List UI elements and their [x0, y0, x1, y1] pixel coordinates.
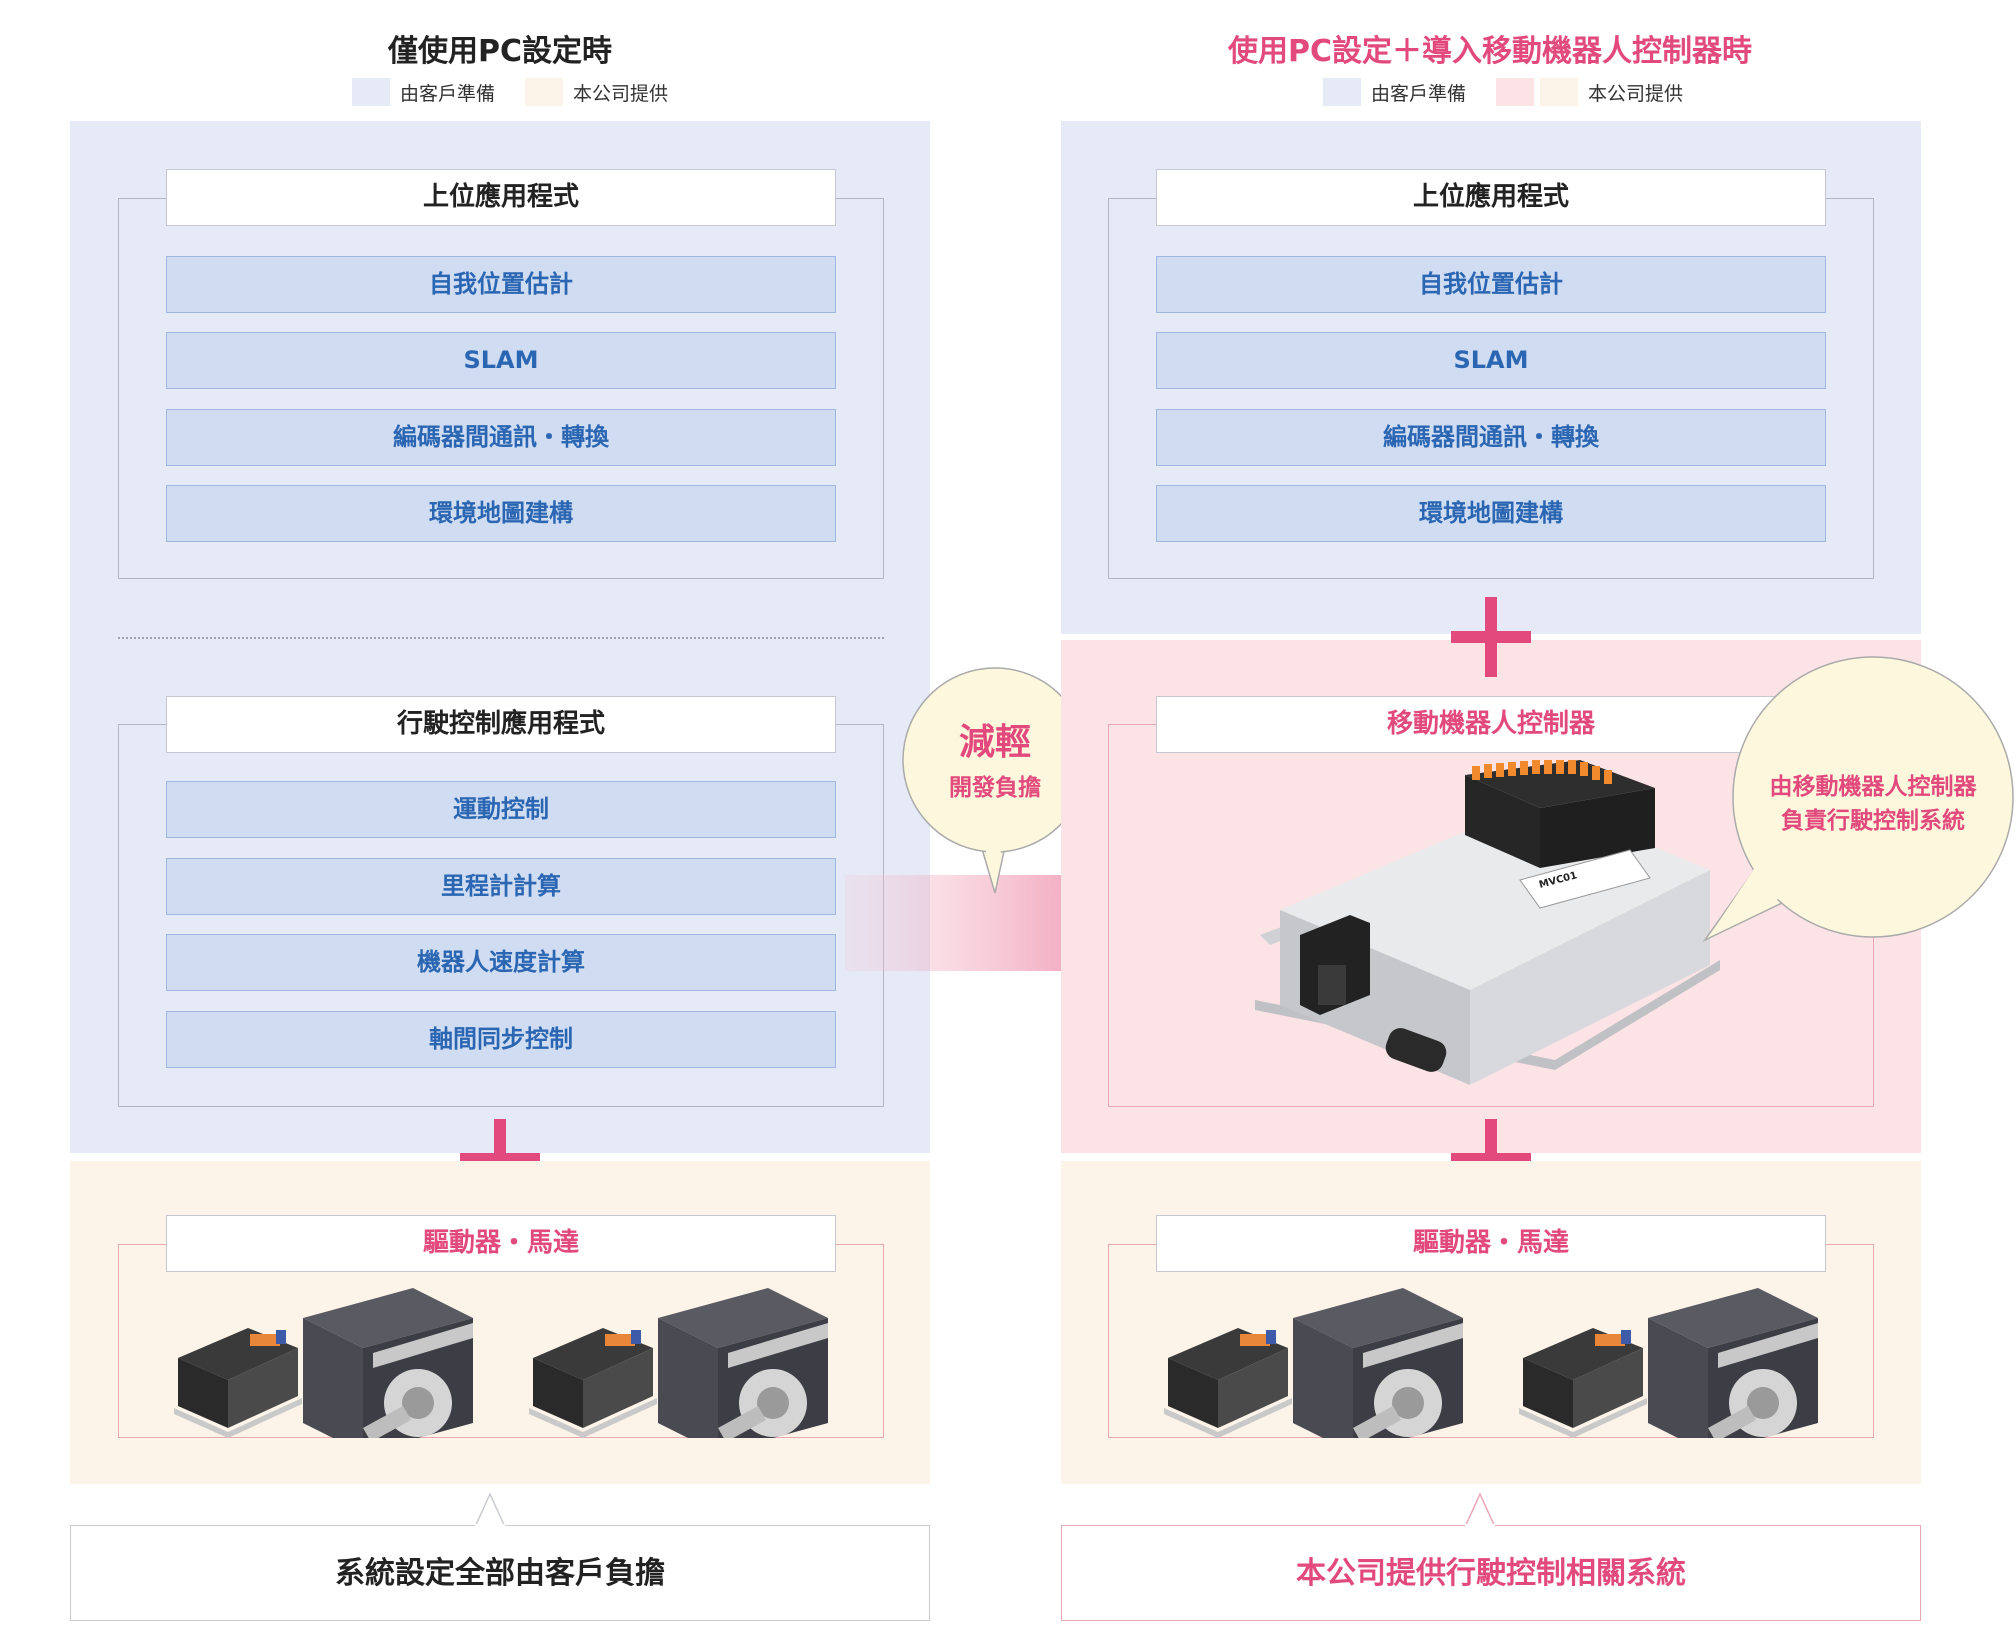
- driver-unit-icon: [1164, 1328, 1292, 1438]
- right-upper-item-3: 編碼器間通訊・轉換: [1156, 409, 1826, 466]
- left-upper-item-4: 環境地圖建構: [166, 485, 836, 542]
- right-summary-pointer: [1460, 1489, 1500, 1529]
- left-summary-box: 系統設定全部由客戶負擔: [70, 1525, 930, 1621]
- driver-unit-icon: [174, 1328, 302, 1438]
- legend-customer-swatch: [352, 78, 390, 106]
- left-upper-item-2: SLAM: [166, 332, 836, 389]
- right-driver-label: 驅動器・馬達: [1156, 1215, 1826, 1272]
- left-drive-app-label: 行駛控制應用程式: [166, 696, 836, 753]
- mobile-robot-controller-image: MVC01: [1240, 760, 1740, 1095]
- right-plus-icon-upper: [1451, 597, 1531, 677]
- left-drive-item-4: 軸間同步控制: [166, 1011, 836, 1068]
- right-upper-item-2: SLAM: [1156, 332, 1826, 389]
- right-upper-app-label: 上位應用程式: [1156, 169, 1826, 226]
- controller-callout-line2: 負責行駛控制系統: [1733, 801, 2013, 835]
- left-legend: 由客戶準備 本公司提供: [352, 78, 668, 106]
- left-drive-item-1: 運動控制: [166, 781, 836, 838]
- legend-customer-label: 由客戶準備: [1371, 79, 1466, 106]
- left-drive-item-3: 機器人速度計算: [166, 934, 836, 991]
- motor-icon: [303, 1288, 473, 1438]
- driver-unit-icon: [1519, 1328, 1647, 1438]
- controller-callout-line1: 由移動機器人控制器: [1733, 767, 2013, 801]
- legend-company-label: 本公司提供: [1588, 79, 1683, 106]
- left-driver-label: 驅動器・馬達: [166, 1215, 836, 1272]
- motor-icon: [1293, 1288, 1463, 1438]
- left-drive-item-2: 里程計計算: [166, 858, 836, 915]
- right-legend: 由客戶準備 本公司提供: [1323, 78, 1683, 106]
- legend-customer-label: 由客戶準備: [400, 79, 495, 106]
- motor-icon: [1648, 1288, 1818, 1438]
- driver-unit-icon: [529, 1328, 657, 1438]
- right-summary-box: 本公司提供行駛控制相關系統: [1061, 1525, 1921, 1621]
- left-driver-motor-images: [168, 1268, 838, 1438]
- legend-company-swatch-pink: [1496, 78, 1534, 106]
- legend-company-swatch-cream: [1540, 78, 1578, 106]
- right-upper-item-1: 自我位置估計: [1156, 256, 1826, 313]
- legend-customer-swatch: [1323, 78, 1361, 106]
- right-column-title: 使用PC設定＋導入移動機器人控制器時: [1060, 26, 1920, 70]
- left-summary-pointer: [470, 1489, 510, 1529]
- left-upper-item-3: 編碼器間通訊・轉換: [166, 409, 836, 466]
- legend-company-label: 本公司提供: [573, 79, 668, 106]
- legend-company-swatch: [525, 78, 563, 106]
- left-column-title: 僅使用PC設定時: [70, 26, 930, 70]
- right-upper-item-4: 環境地圖建構: [1156, 485, 1826, 542]
- left-upper-item-1: 自我位置估計: [166, 256, 836, 313]
- left-upper-app-label: 上位應用程式: [166, 169, 836, 226]
- right-driver-motor-images: [1158, 1268, 1828, 1438]
- motor-icon: [658, 1288, 828, 1438]
- left-dotted-divider: [118, 637, 884, 639]
